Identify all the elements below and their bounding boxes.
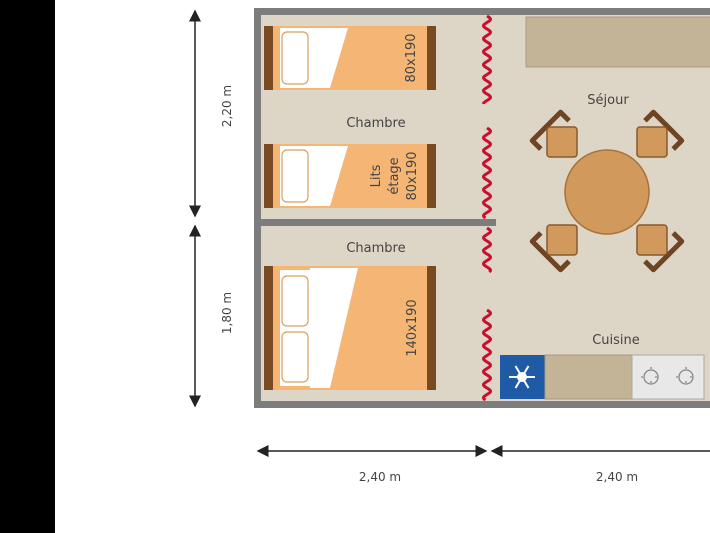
bed-bunk-line2: étage	[387, 157, 402, 194]
black-margin	[0, 0, 55, 533]
room-label-living: Séjour	[587, 93, 629, 108]
curtain	[481, 126, 493, 220]
curtain	[481, 308, 493, 402]
dimension-width-right: 2,40 m	[596, 470, 638, 484]
curtain	[481, 14, 493, 105]
room-label-bedroom-bottom: Chambre	[346, 241, 405, 256]
curtain-separators	[481, 14, 493, 402]
bed-bunk	[264, 144, 436, 208]
dimension-height-bottom: 1,80 m	[220, 292, 234, 334]
bed-single	[264, 26, 436, 90]
burner-icon	[676, 367, 696, 387]
dining-table	[564, 149, 650, 235]
snowflake-icon	[509, 365, 535, 389]
bedroom-divider-wall	[261, 219, 496, 226]
curtain	[481, 226, 493, 274]
bed-double	[264, 266, 436, 390]
room-label-kitchen: Cuisine	[592, 333, 640, 348]
chair	[636, 224, 685, 273]
chairs	[529, 109, 685, 273]
chair	[636, 109, 685, 158]
chair	[529, 224, 578, 273]
bed-double-size: 140x190	[405, 299, 420, 356]
sofa-counter	[525, 16, 710, 68]
burner-icon	[641, 367, 661, 387]
kitchen-counter	[544, 354, 633, 400]
bed-bunk-line3: 80x190	[405, 151, 420, 200]
dimension-width-left: 2,40 m	[359, 470, 401, 484]
dimension-height-top: 2,20 m	[220, 85, 234, 127]
chair	[529, 109, 578, 158]
room-label-bedroom-top: Chambre	[346, 116, 405, 131]
bed-single-size: 80x190	[404, 33, 419, 82]
bed-bunk-line1: Lits	[369, 164, 384, 187]
